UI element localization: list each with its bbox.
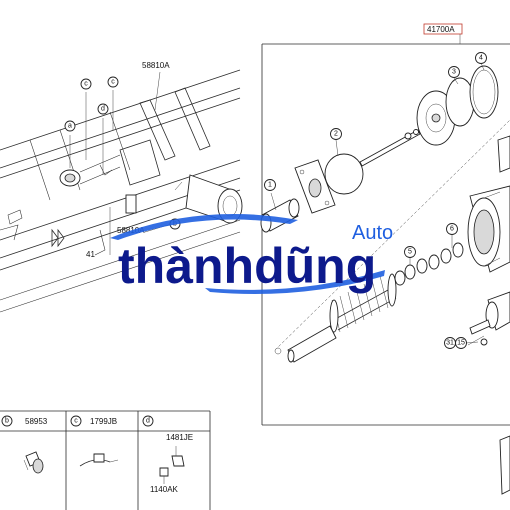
svg-text:c: c [111, 79, 115, 86]
edge-part-bottom-right [499, 435, 510, 495]
valve-fitting [467, 291, 510, 346]
legend-table [0, 410, 211, 510]
push-rod [359, 129, 421, 167]
edge-part-top-right [497, 135, 510, 173]
elbow-fitting-icon [23, 451, 44, 474]
partial-label: 41 [86, 250, 95, 259]
callout-6[interactable]: 6 [446, 223, 458, 235]
callout-1[interactable]: 1 [264, 179, 276, 191]
ring-3 [445, 77, 475, 127]
ring-4 [469, 65, 499, 119]
svg-text:2: 2 [334, 131, 338, 138]
callout-4[interactable]: 4 [475, 52, 487, 64]
svg-text:5: 5 [408, 249, 412, 256]
svg-text:1140AK: 1140AK [150, 485, 179, 494]
svg-text:b: b [5, 418, 9, 425]
callout-5[interactable]: 5 [404, 246, 416, 258]
callout-d[interactable]: d [97, 103, 109, 115]
svg-text:31: 31 [446, 340, 454, 347]
callout-3[interactable]: 3 [448, 66, 460, 78]
end-plate [416, 90, 456, 146]
svg-text:58953: 58953 [25, 417, 48, 426]
svg-text:4: 4 [479, 55, 483, 62]
return-spring [329, 273, 397, 333]
svg-text:d: d [146, 418, 150, 425]
callout-c-1[interactable]: c [80, 78, 92, 90]
assembly-frame [261, 34, 510, 426]
hose-clip-icon [79, 453, 119, 467]
svg-text:15: 15 [457, 340, 465, 347]
callout-c-2[interactable]: c [107, 76, 119, 88]
frame-label-top: 58810A [142, 61, 170, 70]
callout-31[interactable]: 31 [444, 337, 456, 349]
watermark-main-text: thànhdũng [118, 238, 376, 294]
callout-a[interactable]: a [64, 120, 76, 132]
callout-15[interactable]: 15 [455, 337, 467, 349]
watermark-sub-text: Auto [352, 222, 393, 244]
svg-text:1799JB: 1799JB [90, 417, 117, 426]
group-code-box [423, 23, 463, 35]
svg-text:a: a [68, 123, 72, 130]
rings-row [394, 242, 464, 286]
svg-text:6: 6 [450, 226, 454, 233]
legend-cell-b: b 58953 [1, 415, 48, 474]
svg-text:d: d [101, 106, 105, 113]
bolt-clamp-icon [159, 446, 185, 484]
sleeve-1 [260, 198, 300, 233]
legend-cell-d: d 1481JE 1140AK [142, 415, 193, 494]
piston-rod [274, 325, 337, 363]
o-ring-2 [324, 153, 364, 195]
watermark-logo: thànhdũng Auto [110, 214, 393, 294]
main-housing [467, 185, 510, 273]
svg-text:3: 3 [452, 69, 456, 76]
svg-text:c: c [74, 418, 78, 425]
svg-text:c: c [84, 81, 88, 88]
callout-2[interactable]: 2 [330, 128, 342, 140]
svg-text:1: 1 [268, 182, 272, 189]
group-code: 41700A [427, 25, 455, 34]
legend-cell-c: c 1799JB [70, 415, 119, 467]
svg-text:1481JE: 1481JE [166, 433, 193, 442]
mounting-plate [294, 159, 336, 214]
booster-on-frame [59, 154, 121, 187]
